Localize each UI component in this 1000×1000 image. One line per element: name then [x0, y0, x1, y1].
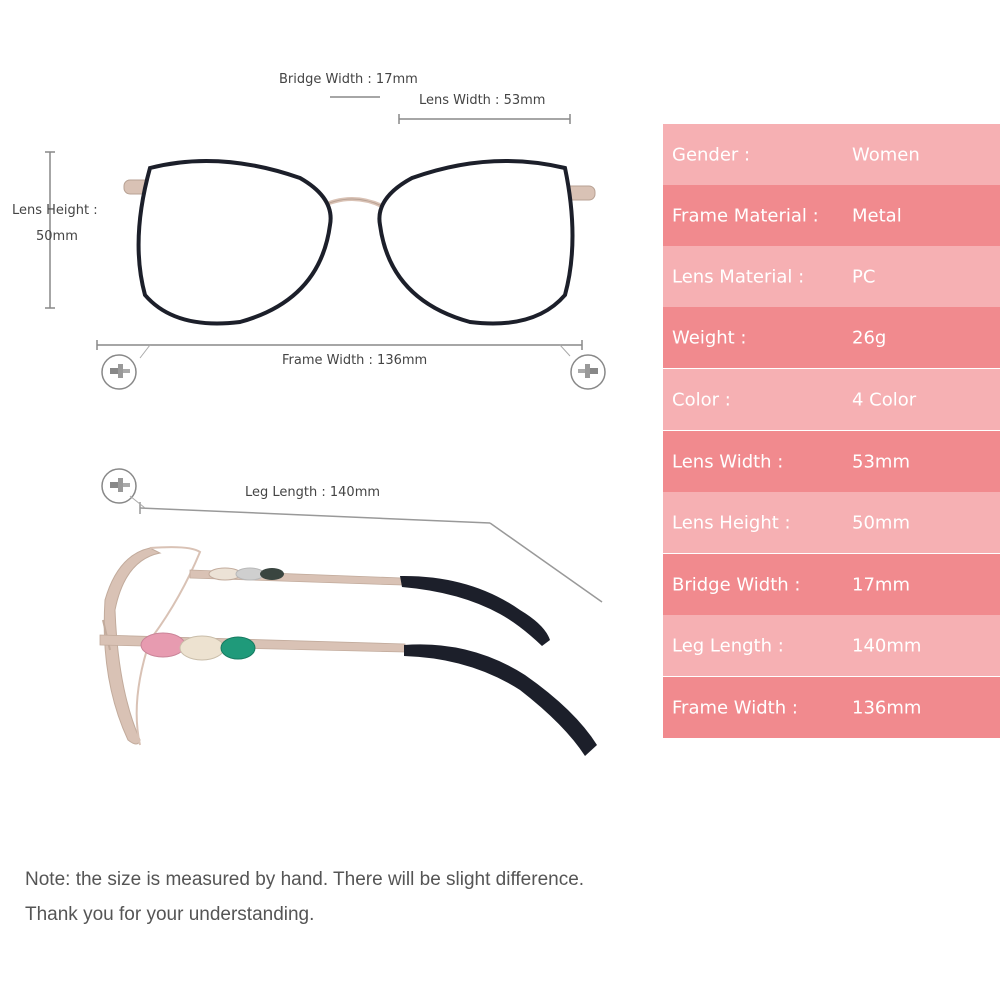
spec-label: Leg Length : [672, 635, 784, 656]
spec-value: 136mm [852, 697, 922, 718]
frame-width-label: Frame Width : 136mm [282, 353, 428, 368]
spec-value: Women [852, 144, 920, 165]
right-lens-rim [377, 158, 575, 326]
lens-width-label: Lens Width : 53mm [419, 93, 546, 108]
lens-height-label: Lens Height : [12, 203, 98, 218]
spec-label: Frame Material : [672, 205, 819, 226]
spec-value: 17mm [852, 574, 910, 595]
spec-label: Color : [672, 389, 731, 410]
spec-row-lens-width: Lens Width : 53mm [663, 431, 1000, 492]
spec-row-bridge-width: Bridge Width : 17mm [663, 554, 1000, 615]
leg-length-label: Leg Length : 140mm [245, 485, 381, 500]
spec-label: Frame Width : [672, 697, 798, 718]
spec-value: Metal [852, 205, 902, 226]
spec-row-lens-material: Lens Material : PC [663, 246, 1000, 307]
spec-value: 53mm [852, 451, 910, 472]
screw-icon [101, 354, 137, 390]
spec-row-leg-length: Leg Length : 140mm [663, 615, 1000, 676]
spec-label: Bridge Width : [672, 574, 801, 595]
lens-height-value: 50mm [36, 229, 78, 244]
enamel-pink [140, 632, 186, 658]
side-view-diagram [99, 468, 603, 756]
spec-row-frame-material: Frame Material : Metal [663, 185, 1000, 246]
front-view-diagram [45, 96, 606, 390]
spec-value: 140mm [852, 635, 922, 656]
spec-row-frame-width: Frame Width : 136mm [663, 677, 1000, 738]
spec-label: Weight : [672, 327, 747, 348]
enamel-green [220, 636, 256, 660]
spec-label: Gender : [672, 144, 751, 165]
spec-value: 50mm [852, 512, 910, 533]
spec-row-color: Color : 4 Color [663, 369, 1000, 430]
enamel-cream [179, 635, 225, 661]
spec-row-lens-height: Lens Height : 50mm [663, 492, 1000, 553]
spec-label: Lens Width : [672, 451, 784, 472]
spec-value: PC [852, 266, 876, 287]
note-line-2: Thank you for your understanding. [25, 904, 315, 925]
leg-length-line [139, 507, 491, 524]
screw-icon [101, 468, 137, 504]
spec-label: Lens Height : [672, 512, 791, 533]
note-line-1: Note: the size is measured by hand. Ther… [25, 869, 585, 890]
front-frame-side [103, 547, 162, 745]
bridge-width-label: Bridge Width : 17mm [279, 72, 418, 87]
spec-value: 26g [852, 327, 887, 348]
spec-value: 4 Color [852, 389, 917, 410]
spec-row-gender: Gender : Women [663, 124, 1000, 185]
spec-row-weight: Weight : 26g [663, 307, 1000, 368]
screw-icon [570, 354, 606, 390]
spec-table: Gender : Women Frame Material : Metal Le… [663, 124, 1000, 738]
spec-label: Lens Material : [672, 266, 805, 287]
left-lens-rim [136, 158, 333, 326]
